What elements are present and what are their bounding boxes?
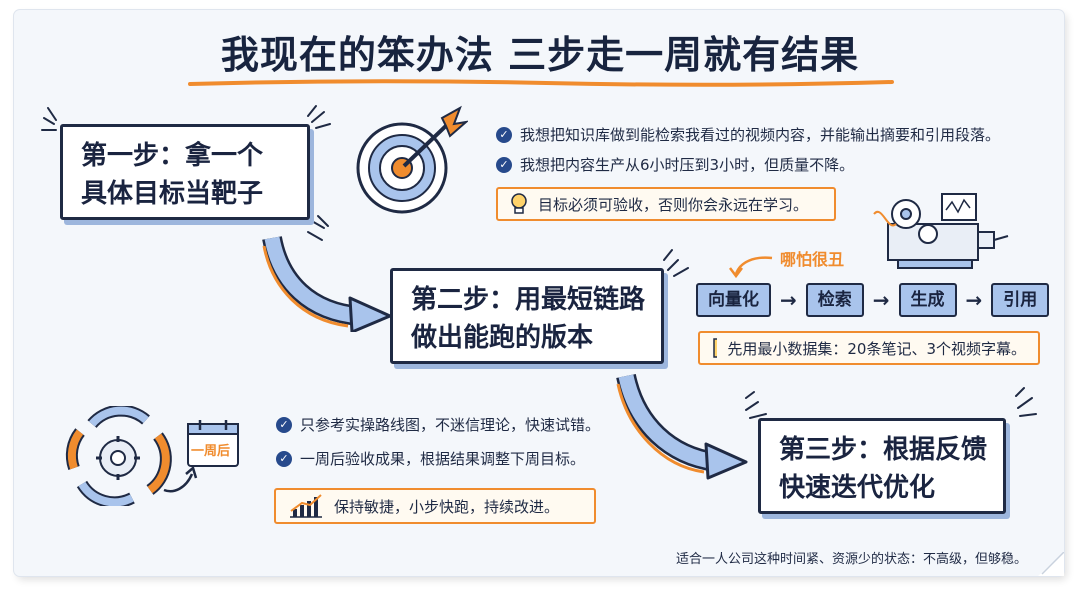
step3-check-2: ✓ 一周后验收成果，根据结果调整下周目标。 (276, 448, 585, 469)
step1-note: 目标必须可验收，否则你会永远在学习。 (496, 187, 836, 221)
chart-icon (290, 494, 322, 518)
machine-icon (873, 193, 1009, 269)
check-icon: ✓ (496, 126, 512, 143)
sketch-ticks (745, 391, 767, 419)
footer-note: 适合一人公司这种时间紧、资源少的状态：不高级，但够稳。 (676, 552, 1028, 567)
sketch-ticks (307, 215, 329, 241)
sketch-ticks (1015, 387, 1037, 417)
arrow-right-icon: → (872, 288, 890, 312)
step2-note: 先用最小数据集：20条笔记、3个视频字幕。 (698, 331, 1040, 365)
step3-check-1: ✓ 只参考实操路线图，不迷信理论，快速试错。 (276, 414, 600, 435)
check-icon: ✓ (276, 450, 292, 467)
sketch-ticks (663, 249, 689, 277)
note-icon (713, 338, 718, 358)
sketch-ticks (41, 107, 57, 131)
step3-title-line2: 快速迭代优化 (779, 473, 936, 503)
annotation-arrow (729, 256, 773, 279)
page-title: 我现在的笨办法 三步走一周就有结果 (220, 33, 860, 77)
step1-check-1: ✓ 我想把知识库做到能检索我看过的视频内容，并能输出摘要和引用段落。 (496, 124, 1000, 145)
lightbulb-icon (511, 193, 527, 214)
sketch-ticks (307, 105, 331, 129)
title-underline (188, 79, 894, 87)
pipeline-node-cite: 引用 (991, 283, 1050, 317)
calendar-label: 一周后 (191, 444, 231, 459)
arrow-right-icon: → (780, 288, 797, 312)
step3-note-text: 保持敏捷，小步快跑，持续改进。 (334, 497, 560, 516)
check-icon: ✓ (276, 416, 292, 433)
pipeline: 向量化 → 检索 → 生成 → 引用 (696, 283, 1050, 317)
step1-check-2-text: 我想把内容生产从6小时压到3小时，但质量不降。 (520, 156, 855, 174)
pipeline-node-generate: 生成 (898, 283, 957, 317)
step1-title-line2: 具体目标当靶子 (81, 179, 264, 209)
step1-check-2: ✓ 我想把内容生产从6小时压到3小时，但质量不降。 (496, 154, 854, 175)
cycle-icon (65, 406, 172, 506)
step2-annotation: 哪怕很丑 (780, 250, 845, 269)
step1-check-1-text: 我想把知识库做到能检索我看过的视频内容，并能输出摘要和引用段落。 (520, 126, 1001, 144)
target-icon (356, 105, 468, 214)
calendar-icon: 一周后 (186, 418, 240, 468)
step3-note: 保持敏捷，小步快跑，持续改进。 (274, 488, 596, 524)
step3-check-2-text: 一周后验收成果，根据结果调整下周目标。 (300, 450, 586, 468)
step3-check-1-text: 只参考实操路线图，不迷信理论，快速试错。 (300, 416, 601, 434)
step2-title-line1: 第二步：用最短链路 (411, 285, 646, 315)
flow-arrow-2 (616, 373, 748, 480)
pipeline-node-vectorize: 向量化 (696, 283, 771, 317)
step2-title-line2: 做出能跑的版本 (411, 323, 594, 353)
step2-box: 第二步：用最短链路 做出能跑的版本 (390, 268, 664, 364)
page-curl (1038, 552, 1064, 576)
step1-title-line1: 第一步：拿一个 (81, 141, 264, 171)
cycle-arrow-icon (163, 465, 198, 493)
step1-box: 第一步：拿一个 具体目标当靶子 (60, 124, 310, 220)
step3-title-line1: 第三步：根据反馈 (779, 435, 988, 465)
check-icon: ✓ (496, 156, 512, 173)
calendar-frame (187, 420, 239, 467)
pipeline-node-retrieve: 检索 (805, 283, 864, 317)
step1-note-text: 目标必须可验收，否则你会永远在学习。 (538, 195, 809, 214)
flow-arrow-1 (262, 235, 392, 332)
step2-note-text: 先用最小数据集：20条笔记、3个视频字幕。 (727, 339, 1026, 358)
arrow-right-icon: → (965, 288, 983, 312)
step3-box: 第三步：根据反馈 快速迭代优化 (758, 418, 1006, 514)
